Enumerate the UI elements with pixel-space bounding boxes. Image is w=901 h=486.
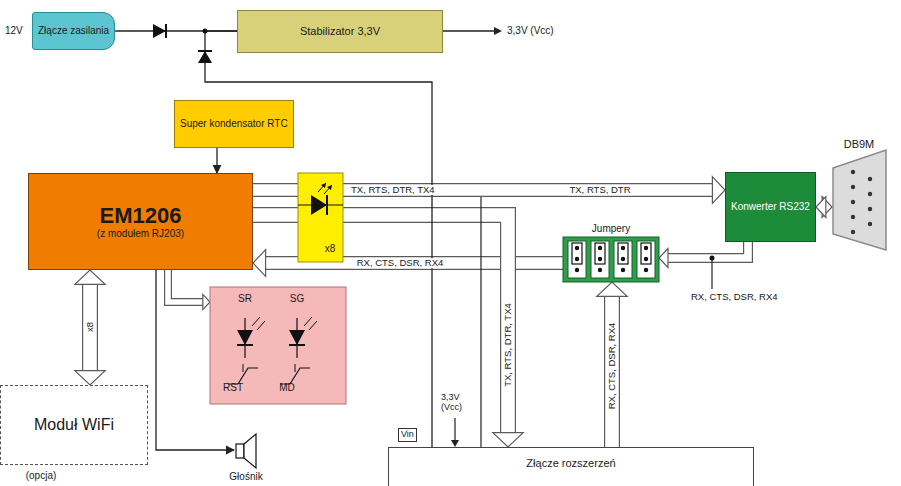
node-text: Złącze rozszerzeń (526, 457, 615, 470)
led-array-symbol (298, 173, 343, 262)
junction-dot (710, 256, 715, 261)
node-text: Super kondensator RTC (180, 118, 288, 130)
bus-fill (668, 242, 749, 258)
signal-names: TX, RTS, DTR, TX4 (350, 185, 436, 195)
node-text: EM1206 (100, 203, 182, 228)
signal-wire (480, 197, 481, 447)
connector (217, 148, 218, 173)
node-text: (z modułem RJ203) (97, 228, 184, 240)
bus-arrowhead (493, 433, 523, 447)
bus-arrowhead (253, 250, 266, 277)
node-text: RST (223, 382, 243, 394)
bus-outline (82, 284, 98, 371)
supercap-box: Super kondensator RTC (174, 100, 294, 148)
node-text: SR (238, 293, 252, 305)
connector (253, 215, 523, 447)
converter-box: Konwerter RS232 (725, 172, 816, 242)
connector (168, 270, 210, 310)
power-connector: Złącze zasilania (32, 12, 115, 50)
vcc-pin-arrow (451, 418, 459, 447)
module-box: EM1206(z modułem RJ203) (28, 173, 253, 270)
node-text: SG (290, 293, 304, 305)
connector (659, 242, 748, 268)
bus-fill (605, 296, 619, 447)
bus-label: RX, CTS, DSR, RX4 (607, 321, 617, 412)
wire-line (216, 148, 217, 173)
node-text: (opcja) (26, 470, 57, 482)
voltage-label: 12V (4, 25, 24, 36)
bus-label: x8 (85, 320, 95, 334)
db9-connector-symbol (833, 150, 886, 250)
jumper-block: Jumpery (563, 222, 659, 282)
connector (816, 197, 832, 218)
speaker-symbol (236, 434, 256, 468)
signal-names: RX, CTS, DSR, RX4 (690, 292, 779, 302)
expansion-connector: Złącze rozszerzeń (388, 447, 754, 486)
bus-arrowhead (816, 197, 826, 218)
indicator-panel (210, 287, 346, 404)
connector (75, 270, 105, 385)
bus-label: TX, RTS, DTR (567, 185, 632, 195)
bus-label: RX, CTS, DSR, RX4 (355, 258, 446, 268)
node-text: Jumpery (592, 223, 630, 235)
bus-fill (83, 284, 97, 371)
jumper-block-symbol (563, 237, 659, 282)
regulator-box: Stabilizator 3,3V (237, 10, 443, 53)
bus-outline (604, 296, 620, 447)
node-text: Złącze zasilania (38, 25, 109, 37)
bus-arrowhead (75, 270, 105, 284)
bus-arrowhead (203, 294, 210, 309)
db9-connector: DB9M (832, 138, 888, 250)
led-array: x8 (298, 173, 343, 262)
bus-arrowhead (597, 282, 627, 296)
node-text: Konwerter RS232 (731, 201, 810, 213)
node-text: MD (279, 382, 295, 394)
speaker: Głośnik (234, 430, 274, 486)
node-text: DB9M (844, 138, 875, 151)
wifi-module: Moduł WiFi(opcja) (0, 385, 148, 465)
indicator-panel: SR SG RST MD (210, 287, 346, 404)
bus-outline (668, 242, 749, 258)
node-text: Moduł WiFi (34, 416, 114, 434)
bus-fill (168, 270, 203, 302)
backfeed-diode (198, 51, 212, 63)
bus-outline (168, 270, 203, 302)
connector (597, 282, 627, 447)
bus-arrowhead (659, 249, 668, 268)
node-text: Głośnik (229, 471, 262, 483)
bus-arrowhead (75, 371, 105, 385)
pin-label: Vin (398, 428, 417, 442)
bus-label: TX, RTS, DTR, TX4 (503, 301, 513, 389)
node-text: x8 (325, 243, 336, 255)
input-diode (153, 24, 166, 38)
bus-arrowhead (712, 177, 725, 204)
junction-dot (203, 29, 208, 34)
leader-line (711, 258, 712, 289)
vcc-output-arrow (443, 27, 502, 35)
node-text: Stabilizator 3,3V (300, 25, 380, 38)
voltage-label: 3,3V (Vcc) (506, 25, 555, 36)
voltage-label: 3,3V (Vcc) (440, 393, 472, 413)
